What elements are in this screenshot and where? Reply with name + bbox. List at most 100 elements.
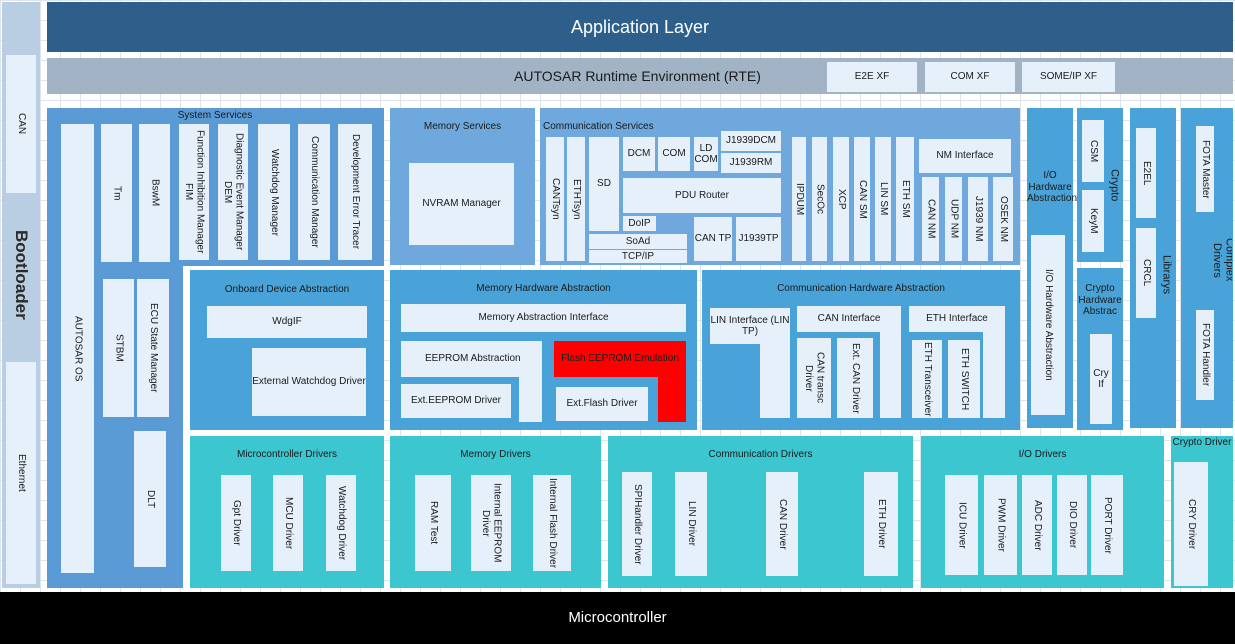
crypto-title: Crypto <box>1108 168 1121 202</box>
cantsyn: CANTsyn <box>546 137 564 261</box>
memory-services-title: Memory Services <box>423 121 502 132</box>
pdu-router: PDU Router <box>623 178 781 213</box>
xcp: XCP <box>833 137 849 261</box>
microcontroller-drivers-title: Microcontroller Drivers <box>236 449 337 460</box>
j1939dcm: J1939DCM <box>721 131 781 151</box>
flash-eeprom-emulation-leg <box>658 376 686 422</box>
soad: SoAd <box>589 234 687 249</box>
j1939tp: J1939TP <box>736 217 781 261</box>
development-error-tracer: Development Error Tracer <box>338 124 372 260</box>
fota-master: FOTA Master <box>1196 126 1214 212</box>
dcm: DCM <box>623 137 655 171</box>
libraries-title: Librarys <box>1160 255 1173 295</box>
nvram-manager: NVRAM Manager <box>409 163 514 245</box>
fota-handler: FOTA Handler <box>1196 310 1214 400</box>
can-transc-driver: CAN transc Driver <box>797 338 831 418</box>
rte-someip-xf: SOME/IP XF <box>1022 62 1115 92</box>
tm: Tm <box>101 124 132 262</box>
autosar-os: AUTOSAR OS <box>61 124 94 573</box>
eth-switch: ETH SWITCH <box>948 340 980 418</box>
udp-nm: UDP NM <box>945 177 962 261</box>
dem: Diagnostic Event Manager DEM <box>218 124 248 260</box>
ethtsyn: ETHTsyn <box>567 137 585 261</box>
memory-abstraction-interface: Memory Abstraction Interface <box>401 304 686 332</box>
j1939rm: J1939RM <box>721 153 781 173</box>
dio-driver: DIO Driver <box>1057 475 1087 575</box>
ld-com: LD COM <box>694 137 718 171</box>
osek-nm: OSEK NM <box>993 177 1013 261</box>
dlt: DLT <box>134 431 166 567</box>
cry-driver: CRY Driver <box>1174 462 1208 586</box>
lin-interface: LIN Interface (LIN TP) <box>710 308 790 344</box>
gpt-driver: Gpt Driver <box>221 475 251 571</box>
external-watchdog-driver: External Watchdog Driver <box>252 348 366 416</box>
tcpip: TCP/IP <box>589 250 687 263</box>
memory-drivers-title: Memory Drivers <box>460 449 531 460</box>
watchdog-driver: Watchdog Driver <box>326 475 356 571</box>
can-sm: CAN SM <box>854 137 870 261</box>
ecu-state-manager: ECU State Manager <box>137 279 169 417</box>
communication-services-title: Communication Services <box>543 121 654 132</box>
keym: KeyM <box>1082 190 1104 252</box>
ext-flash-driver: Ext.Flash Driver <box>556 387 648 421</box>
wdgif: WdgIF <box>207 306 367 338</box>
ext-eeprom-driver: Ext.EEPROM Driver <box>401 384 511 418</box>
eth-driver: ETH Driver <box>864 472 898 576</box>
eth-interface-leg <box>983 331 1005 418</box>
eth-sm: ETH SM <box>896 137 914 261</box>
crcl: CRCL <box>1136 228 1156 318</box>
lin-sm: LIN SM <box>875 137 891 261</box>
communication-drivers-title: Communication Drivers <box>708 449 813 460</box>
rte-e2e-xf: E2E XF <box>827 62 917 92</box>
microcontroller-bar: Microcontroller <box>0 592 1235 644</box>
can-interface: CAN Interface <box>797 306 901 332</box>
internal-flash-driver: Internal Flash Driver <box>533 475 571 571</box>
pwm-driver: PWM Driver <box>984 475 1017 575</box>
cry-if: Cry If <box>1090 334 1112 424</box>
memory-hw-abstraction-title: Memory Hardware Abstraction <box>476 283 611 294</box>
io-hw-abstraction-title: I/O Hardware Abstraction <box>1027 170 1078 204</box>
io-hw-abstraction-inner: I/O Hardware Abstraction <box>1031 235 1065 415</box>
adc-driver: ADC Driver <box>1022 475 1052 575</box>
e2el: E2EL <box>1136 128 1156 218</box>
com: COM <box>658 137 690 171</box>
icu-driver: ICU Driver <box>945 475 978 575</box>
onboard-device-abstraction-title: Onboard Device Abstraction <box>224 284 350 295</box>
watchdog-manager: Watchdog Manager <box>258 124 290 260</box>
can-driver: CAN Driver <box>766 472 798 576</box>
communication-drivers-group <box>608 436 913 588</box>
eeprom-abstraction-top: EEPROM Abstraction <box>401 341 542 377</box>
crypto-hw-abstraction-title: Crypto Hardware Abstrac <box>1078 283 1122 317</box>
eeprom-abstraction-leg <box>519 376 542 422</box>
lin-interface-leg <box>760 343 790 418</box>
bootloader-title: Bootloader <box>11 230 31 320</box>
rte-title: AUTOSAR Runtime Environment (RTE) <box>514 67 761 84</box>
secoc: SecOc <box>812 137 827 261</box>
system-services-title: System Services <box>177 110 253 121</box>
spihandler-driver: SPIHandler Driver <box>622 472 652 576</box>
ram-test: RAM Test <box>415 475 451 571</box>
mcu-driver: MCU Driver <box>273 475 303 571</box>
stbm: STBM <box>103 279 134 417</box>
csm: CSM <box>1082 120 1104 182</box>
eth-transceiver: ETH Transceiver <box>912 340 942 418</box>
flash-eeprom-emulation-top: Flash EEPROM Emulation <box>554 341 686 377</box>
bswm: BswM <box>139 124 170 262</box>
sd: SD <box>589 137 619 231</box>
ipdum: IPDUM <box>792 137 806 261</box>
doip: DoIP <box>623 216 656 231</box>
application-layer: Application Layer <box>47 2 1233 52</box>
j1939-nm: J1939 NM <box>968 177 988 261</box>
can-nm: CAN NM <box>922 177 939 261</box>
comm-hw-abstraction-title: Communication Hardware Abstraction <box>777 283 945 294</box>
bootloader-can: CAN <box>6 55 36 193</box>
internal-eeprom-driver: Internal EEPROM Driver <box>471 475 511 571</box>
eth-interface: ETH Interface <box>909 306 1005 332</box>
lin-driver: LIN Driver <box>675 472 707 576</box>
can-tp: CAN TP <box>694 217 732 261</box>
rte-com-xf: COM XF <box>925 62 1015 92</box>
port-driver: PORT Driver <box>1091 475 1123 575</box>
crypto-driver-title: Crypto Driver <box>1172 437 1232 448</box>
nm-interface: NM Interface <box>919 139 1011 173</box>
bootloader-ethernet: Ethernet <box>6 362 36 584</box>
